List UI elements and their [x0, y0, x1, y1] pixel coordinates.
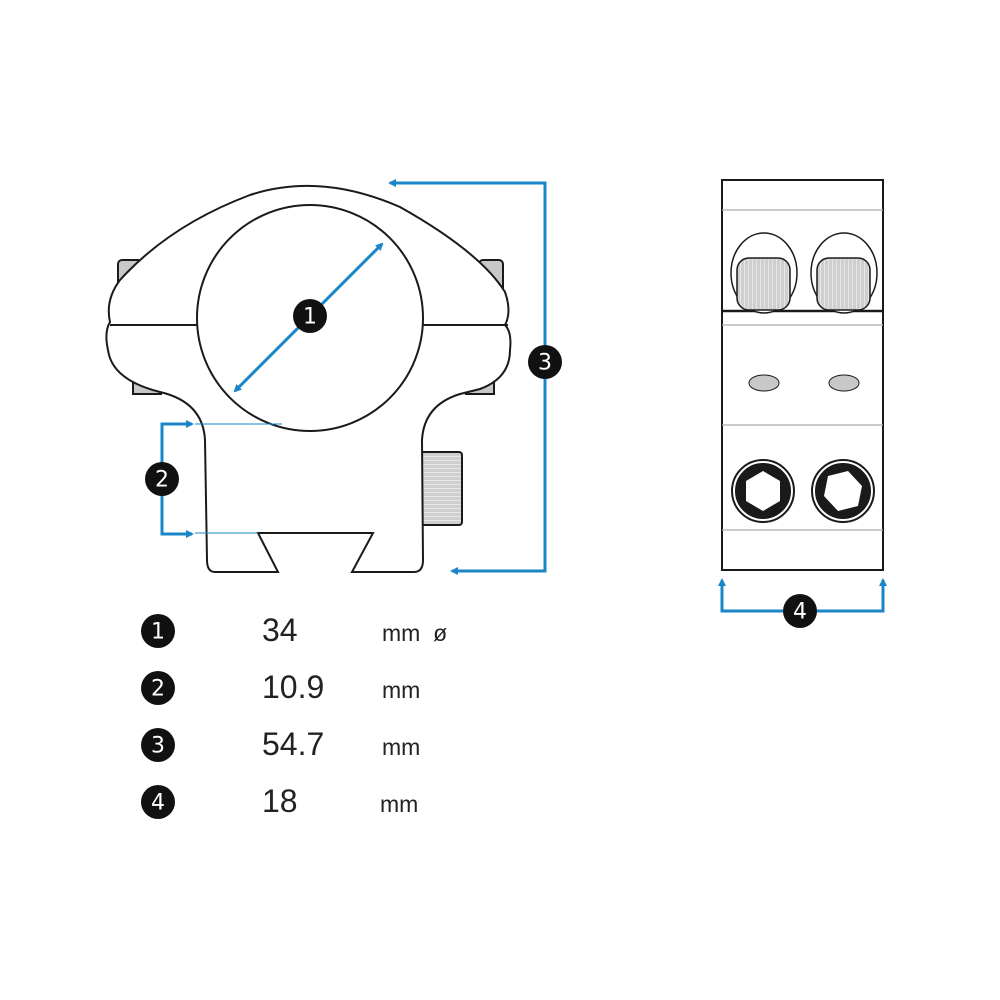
svg-text:3: 3 — [538, 351, 552, 376]
clamp-knob — [419, 451, 463, 526]
spec-unit-2: mm — [382, 677, 421, 703]
spec-unit-4: mm — [380, 791, 419, 817]
svg-text:2: 2 — [151, 677, 165, 702]
spec-value-4: 18 — [262, 783, 298, 819]
svg-text:4: 4 — [151, 791, 165, 816]
spec-value-2: 10.9 — [262, 669, 325, 705]
top-screw-right — [810, 232, 878, 314]
spec-value-1: 34 — [262, 612, 298, 648]
legend-badge-4: 4 — [141, 785, 175, 819]
legend-badge-1: 1 — [141, 614, 175, 648]
svg-text:4: 4 — [793, 600, 807, 625]
svg-text:1: 1 — [151, 620, 165, 645]
front-view — [105, 184, 512, 573]
spec-unit-3: mm — [382, 734, 421, 760]
spec-value-3: 54.7 — [262, 726, 325, 762]
svg-text:3: 3 — [151, 734, 165, 759]
legend-badge-2: 2 — [141, 671, 175, 705]
side-view — [721, 179, 884, 571]
svg-text:1: 1 — [303, 305, 317, 330]
badge-4: 4 — [783, 594, 817, 628]
badge-2: 2 — [145, 462, 179, 496]
badge-3: 3 — [528, 345, 562, 379]
badge-1: 1 — [293, 299, 327, 333]
hex-socket-right — [811, 459, 875, 523]
top-screw-left — [730, 232, 798, 314]
spec-unit-1: mm ø — [382, 620, 448, 646]
pin-left — [748, 374, 780, 392]
svg-text:2: 2 — [155, 468, 169, 493]
pin-right — [828, 374, 860, 392]
hex-socket-left — [731, 459, 795, 523]
legend-badge-3: 3 — [141, 728, 175, 762]
